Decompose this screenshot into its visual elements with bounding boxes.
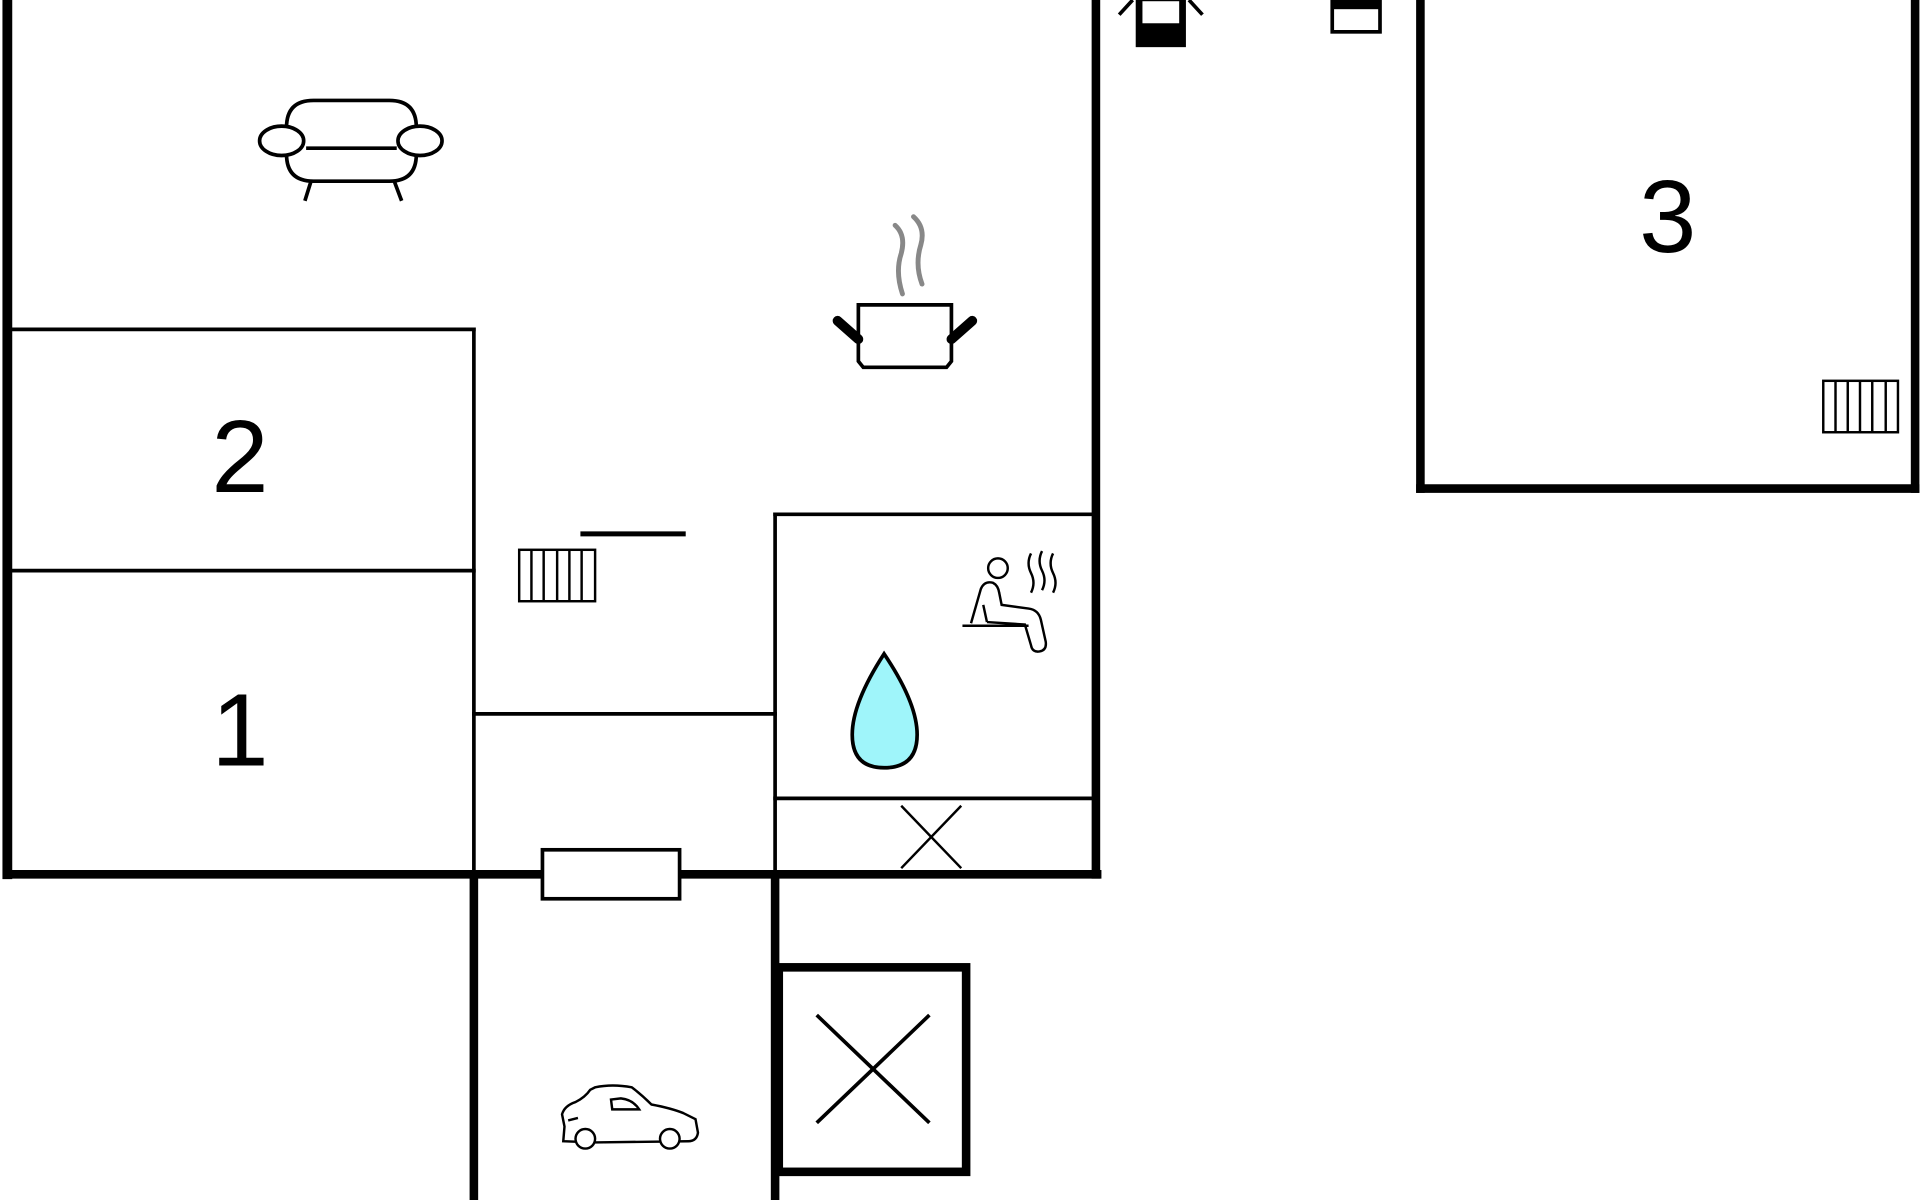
car-icon bbox=[560, 1084, 700, 1150]
sofa-icon bbox=[257, 98, 444, 202]
crossed-box-icon bbox=[774, 963, 971, 1177]
water-drop-icon bbox=[850, 650, 919, 770]
radiator-icon-annex bbox=[1822, 379, 1900, 434]
room-label-3: 3 bbox=[1639, 159, 1696, 274]
lamp-icon bbox=[1117, 0, 1204, 48]
entry-door-icon bbox=[540, 847, 682, 901]
sauna-icon bbox=[962, 550, 1057, 653]
room-label-1: 1 bbox=[211, 672, 268, 787]
radiator-icon bbox=[517, 548, 597, 603]
room-label-2: 2 bbox=[211, 399, 268, 514]
cooking-pot-icon bbox=[832, 214, 978, 370]
lamp-icon-2 bbox=[1330, 0, 1382, 34]
crossed-box-icon-small bbox=[900, 804, 963, 870]
